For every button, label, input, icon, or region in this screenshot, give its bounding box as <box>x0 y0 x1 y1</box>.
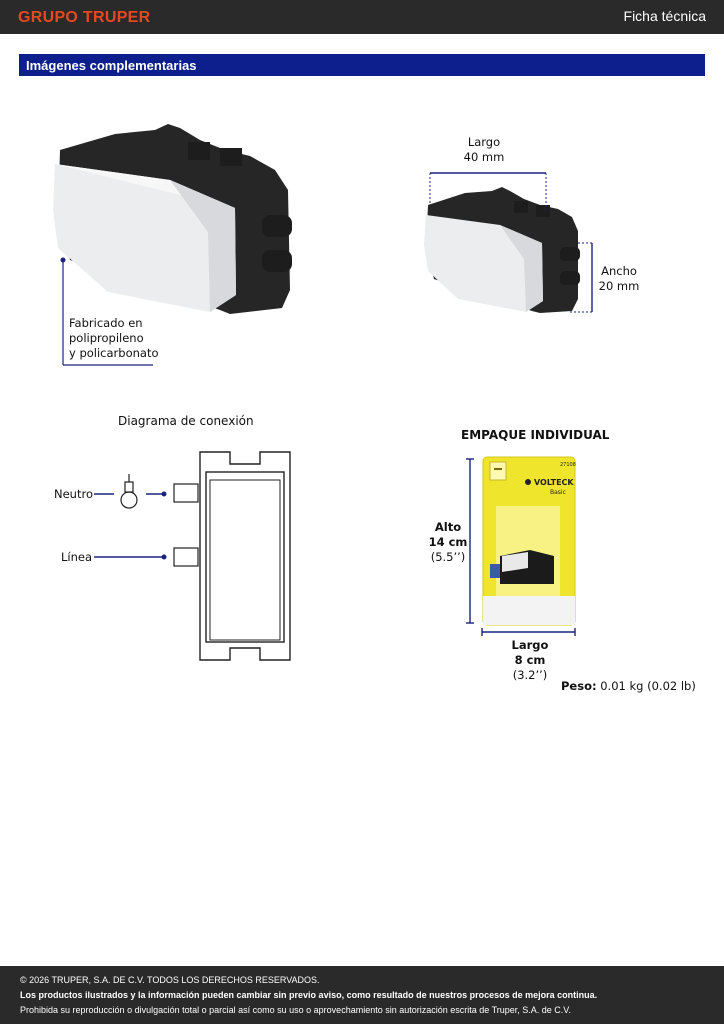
pack-largo-inches: (3.2’’) <box>512 668 548 682</box>
svg-text:Basic: Basic <box>550 489 566 496</box>
material-label-line2: polipropileno <box>69 331 144 345</box>
material-label-line3: y policarbonato <box>69 346 159 360</box>
weight-value: 0.01 kg (0.02 lb) <box>600 679 696 693</box>
ancho-value: 20 mm <box>598 279 640 293</box>
pack-largo-label: Largo <box>511 638 549 652</box>
diagram-title: Diagrama de conexión <box>118 414 254 428</box>
alto-label: Alto <box>434 520 462 534</box>
footer-copyright: © 2026 TRUPER, S.A. DE C.V. TODOS LOS DE… <box>20 975 320 985</box>
alto-value: 14 cm <box>428 535 468 549</box>
alto-inches: (5.5’’) <box>430 550 466 564</box>
pack-largo-value: 8 cm <box>514 653 546 667</box>
svg-text:VOLTECK: VOLTECK <box>534 478 574 487</box>
largo-value: 40 mm <box>463 150 505 164</box>
header-doc-type: Ficha técnica <box>623 8 706 24</box>
section-header: Imágenes complementarias <box>19 54 705 76</box>
neutro-label: Neutro <box>54 487 93 501</box>
material-label-line1: Fabricado en <box>69 316 143 330</box>
page-footer: © 2026 TRUPER, S.A. DE C.V. TODOS LOS DE… <box>0 966 724 1024</box>
package-image: VOLTECK Basic 27108 <box>482 456 576 626</box>
connection-diagram <box>94 451 291 661</box>
ancho-label: Ancho <box>601 264 637 278</box>
bulb-icon <box>120 491 138 509</box>
product-image-large <box>53 124 292 314</box>
weight-label: Peso: <box>561 679 597 693</box>
page-header: GRUPO TRUPER Ficha técnica <box>0 0 724 34</box>
svg-text:27108: 27108 <box>560 462 576 468</box>
section-title: Imágenes complementarias <box>26 58 197 73</box>
brand-logo: GRUPO TRUPER <box>18 9 151 26</box>
packaging-dimension-lines <box>466 458 576 636</box>
packaging-title: EMPAQUE INDIVIDUAL <box>461 428 610 442</box>
largo-label: Largo <box>467 135 501 149</box>
material-callout-line <box>60 257 153 366</box>
dimension-lines <box>429 172 593 313</box>
footer-legal: Prohibida su reproducción o divulgación … <box>20 1005 571 1015</box>
linea-label: Línea <box>61 550 93 564</box>
footer-disclaimer: Los productos ilustrados y la informació… <box>20 990 598 1000</box>
weight-info: Peso: 0.01 kg (0.02 lb) <box>561 679 696 694</box>
product-image-dimensions <box>424 187 580 313</box>
